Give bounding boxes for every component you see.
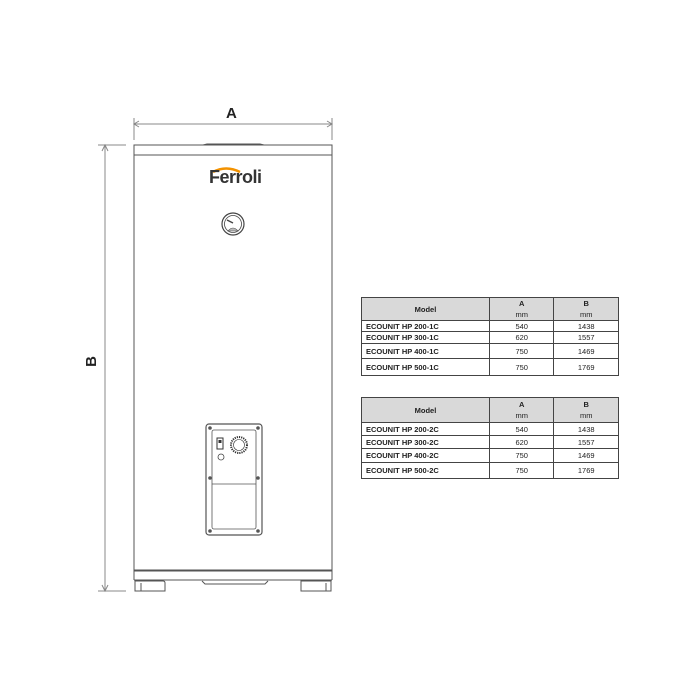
table-row: ECOUNIT HP 200-1C 540 1438	[361, 320, 619, 332]
indicator-light-icon	[217, 453, 225, 461]
table-row: ECOUNIT HP 300-1C 620 1557	[361, 331, 619, 344]
header-model: Model	[361, 297, 490, 321]
dimension-b-line	[98, 143, 126, 593]
thermostat-knob-icon	[230, 436, 248, 454]
brand-logo: Ferroli	[209, 167, 262, 187]
table-row: ECOUNIT HP 300-2C 620 1557	[361, 435, 619, 449]
header-model: Model	[361, 397, 490, 423]
dimension-a-label: A	[226, 105, 237, 122]
dimension-a-line	[133, 118, 333, 140]
table-row: ECOUNIT HP 500-1C 750 1769	[361, 358, 619, 376]
power-switch-icon	[216, 437, 224, 450]
ferroli-logo-arc	[212, 167, 241, 174]
thermometer-gauge-icon	[221, 212, 245, 236]
table-row: ECOUNIT HP 200-2C 540 1438	[361, 422, 619, 436]
table-row: ECOUNIT HP 400-2C 750 1469	[361, 448, 619, 463]
dimension-b-label: B	[82, 356, 100, 367]
table-row: ECOUNIT HP 500-2C 750 1769	[361, 462, 619, 479]
table-row: ECOUNIT HP 400-1C 750 1469	[361, 343, 619, 359]
